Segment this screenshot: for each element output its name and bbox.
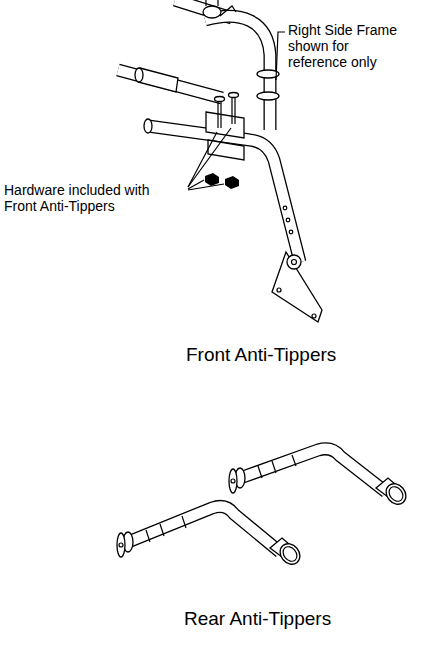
front-caption: Front Anti-Tippers [186, 344, 426, 366]
rear-anti-tipper [117, 506, 304, 568]
hardware-note: Hardware included with Front Anti-Tipper… [4, 182, 174, 214]
leader-lines [188, 32, 285, 190]
rear-anti-tipper [229, 449, 410, 508]
rear-caption: Rear Anti-Tippers [184, 608, 424, 630]
front-anti-tipper [144, 112, 322, 322]
reference-note: Right Side Frame shown for reference onl… [288, 22, 406, 70]
side-frame [118, 0, 279, 130]
